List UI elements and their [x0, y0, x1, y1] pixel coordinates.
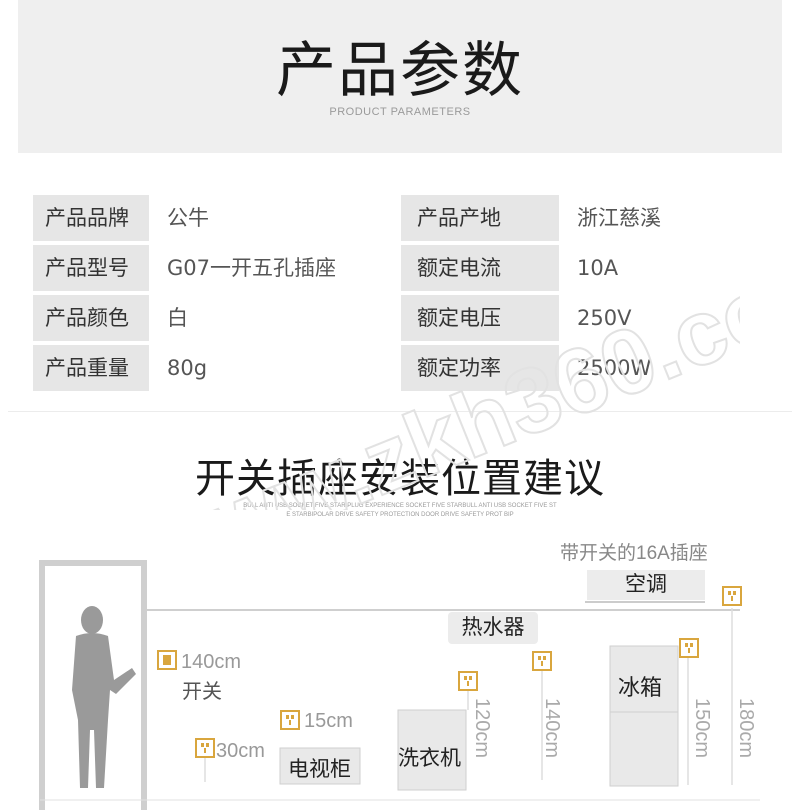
param-value: G07一开五孔插座: [153, 245, 397, 291]
tv-socket-icon: [280, 710, 300, 730]
install-subtitle-line1: BULL ANTI USB SOCKET FIVE STAR PLUG EXPE…: [243, 503, 557, 509]
param-label: 产品颜色: [33, 295, 149, 341]
install-subtitle: BULL ANTI USB SOCKET FIVE STAR PLUG EXPE…: [200, 502, 600, 520]
heater-socket-icon: [532, 651, 552, 671]
param-label: 额定电流: [401, 245, 559, 291]
param-label: 额定电压: [401, 295, 559, 341]
page-title: 产品参数: [276, 36, 524, 106]
fridge-label: 冰箱: [618, 676, 663, 701]
washer-socket-icon: [458, 671, 478, 691]
switch-icon: [157, 650, 177, 670]
diagram-lines: [39, 560, 760, 810]
install-subtitle-line2: E STARBIPOLAR DRIVE SAFETY PROTECTION DO…: [286, 512, 514, 518]
table-row: 产品品牌 公牛 产品产地 浙江慈溪: [33, 195, 782, 241]
param-value: 80g: [153, 345, 397, 391]
table-row: 产品颜色 白 额定电压 250V: [33, 295, 782, 341]
washer-height: 120cm: [471, 698, 493, 759]
heater-height: 140cm: [541, 698, 563, 759]
param-value: 10A: [563, 245, 782, 291]
param-label: 产品产地: [401, 195, 559, 241]
ac-label: 空调: [587, 570, 705, 600]
param-value: 250V: [563, 295, 782, 341]
table-row: 产品型号 G07一开五孔插座 额定电流 10A: [33, 245, 782, 291]
ac-note: 带开关的16A插座: [560, 543, 708, 564]
param-label: 额定功率: [401, 345, 559, 391]
param-value: 白: [153, 295, 397, 341]
washing-machine: [397, 709, 467, 791]
low-socket-height: 30cm: [216, 740, 265, 762]
fridge-body: [609, 645, 679, 787]
param-value: 公牛: [153, 195, 397, 241]
page-subtitle: PRODUCT PARAMETERS: [329, 106, 471, 118]
tv-cabinet-label: 电视柜: [288, 757, 351, 781]
washer-label: 洗衣机: [398, 746, 461, 770]
tv-cabinet-body: [279, 747, 361, 785]
low-socket-icon: [195, 738, 215, 758]
fridge-height: 150cm: [691, 698, 713, 759]
install-title: 开关插座安装位置建议: [195, 456, 605, 502]
tv-socket-height: 15cm: [304, 710, 353, 732]
install-diagram: 带开关的16A插座 空调 热水器 140cm 冰箱 150cm 180cm 12…: [0, 530, 800, 810]
switch-label: 开关: [182, 679, 222, 703]
table-row: 产品重量 80g 额定功率 2500W: [33, 345, 782, 391]
param-value: 2500W: [563, 345, 782, 391]
ac-height: 180cm: [735, 698, 757, 759]
water-heater-label: 热水器: [448, 612, 538, 644]
section-divider: [8, 411, 792, 412]
door-frame: [39, 560, 147, 810]
param-label: 产品品牌: [33, 195, 149, 241]
header-banner: [18, 0, 782, 153]
switch-height: 140cm: [181, 651, 242, 673]
param-value: 浙江慈溪: [563, 195, 782, 241]
ac-socket-icon: [722, 586, 742, 606]
person-silhouette: [72, 606, 136, 788]
param-label: 产品型号: [33, 245, 149, 291]
param-label: 产品重量: [33, 345, 149, 391]
fridge-socket-icon: [679, 638, 699, 658]
